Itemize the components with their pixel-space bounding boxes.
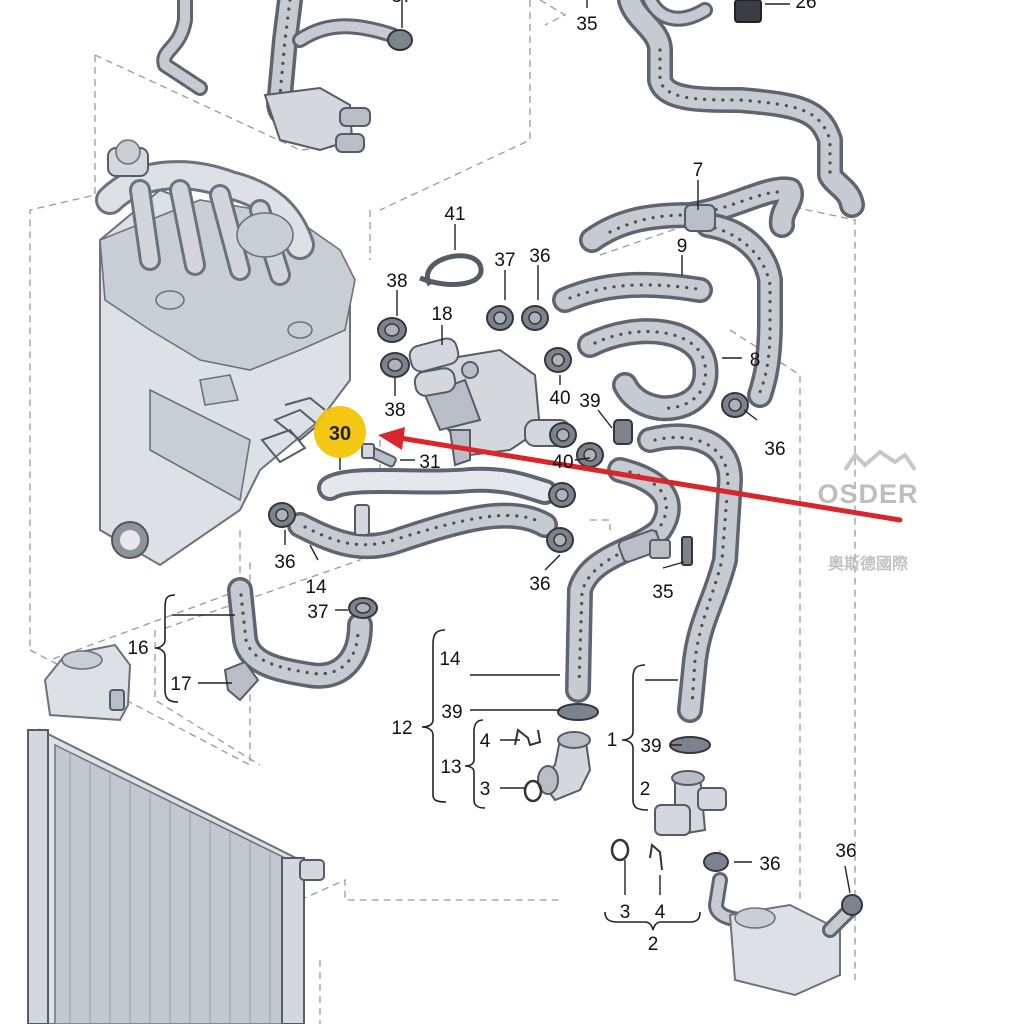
oil-cooler	[708, 872, 858, 997]
callout-number: 16	[127, 638, 148, 659]
callout-number: 14	[439, 649, 461, 670]
pipe-14-upper	[287, 466, 558, 560]
watermark: OSDER 奧斯德國際	[817, 449, 918, 573]
grouping-braces	[154, 594, 701, 931]
callout-number: 1	[607, 730, 618, 751]
callout-number: 36	[529, 574, 550, 595]
callout-number: 12	[391, 718, 412, 739]
callout-number: 2	[640, 779, 651, 800]
top-hoses	[156, 0, 400, 153]
callout-number: 2	[648, 934, 659, 955]
callout-number: 38	[386, 271, 407, 292]
callout-number: 36	[835, 841, 856, 862]
callout-number: 39	[441, 702, 462, 723]
callout-labels: 37 35 26 7 41 37 36 9 38 18 8 40 39 38 3…	[127, 0, 856, 955]
callout-number: 36	[764, 439, 785, 460]
callout-number: 35	[652, 582, 673, 603]
hose-16	[223, 577, 373, 702]
callout-number: 7	[693, 160, 704, 181]
bolt-31	[361, 443, 397, 468]
callout-number: 36	[274, 552, 295, 573]
radiator	[27, 728, 325, 1024]
callout-number: 14	[305, 577, 327, 598]
callout-number: 39	[640, 736, 661, 757]
callout-number: 40	[552, 452, 573, 473]
intake-manifold	[95, 139, 315, 286]
callout-number: 38	[384, 400, 405, 421]
callout-number: 37	[494, 250, 515, 271]
callout-number: 41	[444, 204, 465, 225]
hose-clamps	[268, 29, 863, 916]
callout-number: 18	[431, 304, 452, 325]
callout-number: 3	[620, 902, 631, 923]
callout-number: 35	[576, 14, 597, 35]
watermark-subtitle: 奧斯德國際	[828, 554, 909, 573]
callout-number: 36	[759, 854, 780, 875]
hose-1-main	[637, 423, 743, 723]
callout-number: 26	[795, 0, 816, 13]
callout-number: 4	[480, 731, 491, 752]
callout-number: 8	[750, 350, 761, 371]
leader-lines	[172, 0, 851, 895]
hose-7	[579, 176, 804, 408]
top-right-hose	[617, 0, 865, 218]
watermark-brand: OSDER	[817, 479, 918, 509]
callout-number: 31	[419, 452, 440, 473]
expansion-tank	[43, 643, 132, 722]
hose-8	[577, 318, 719, 422]
highlight-arrow	[378, 427, 903, 523]
callout-number: 13	[440, 757, 461, 778]
hose-9	[552, 271, 713, 313]
callout-number: 4	[655, 902, 666, 923]
retaining-clip-41	[419, 253, 484, 287]
callout-number: 37	[307, 602, 328, 623]
callout-number: 3	[480, 779, 491, 800]
callout-number: 37	[391, 0, 412, 7]
lower-fittings	[537, 731, 727, 837]
callout-30: 30	[329, 423, 351, 445]
thermostat-housing	[408, 337, 571, 467]
callout-number: 39	[579, 391, 600, 412]
hose-12	[565, 457, 681, 703]
callout-number: 40	[549, 388, 570, 409]
callout-number: 36	[529, 246, 550, 267]
highlight-badge-30[interactable]: 30	[314, 406, 366, 458]
callout-number: 17	[170, 674, 191, 695]
callout-number: 9	[677, 236, 688, 257]
